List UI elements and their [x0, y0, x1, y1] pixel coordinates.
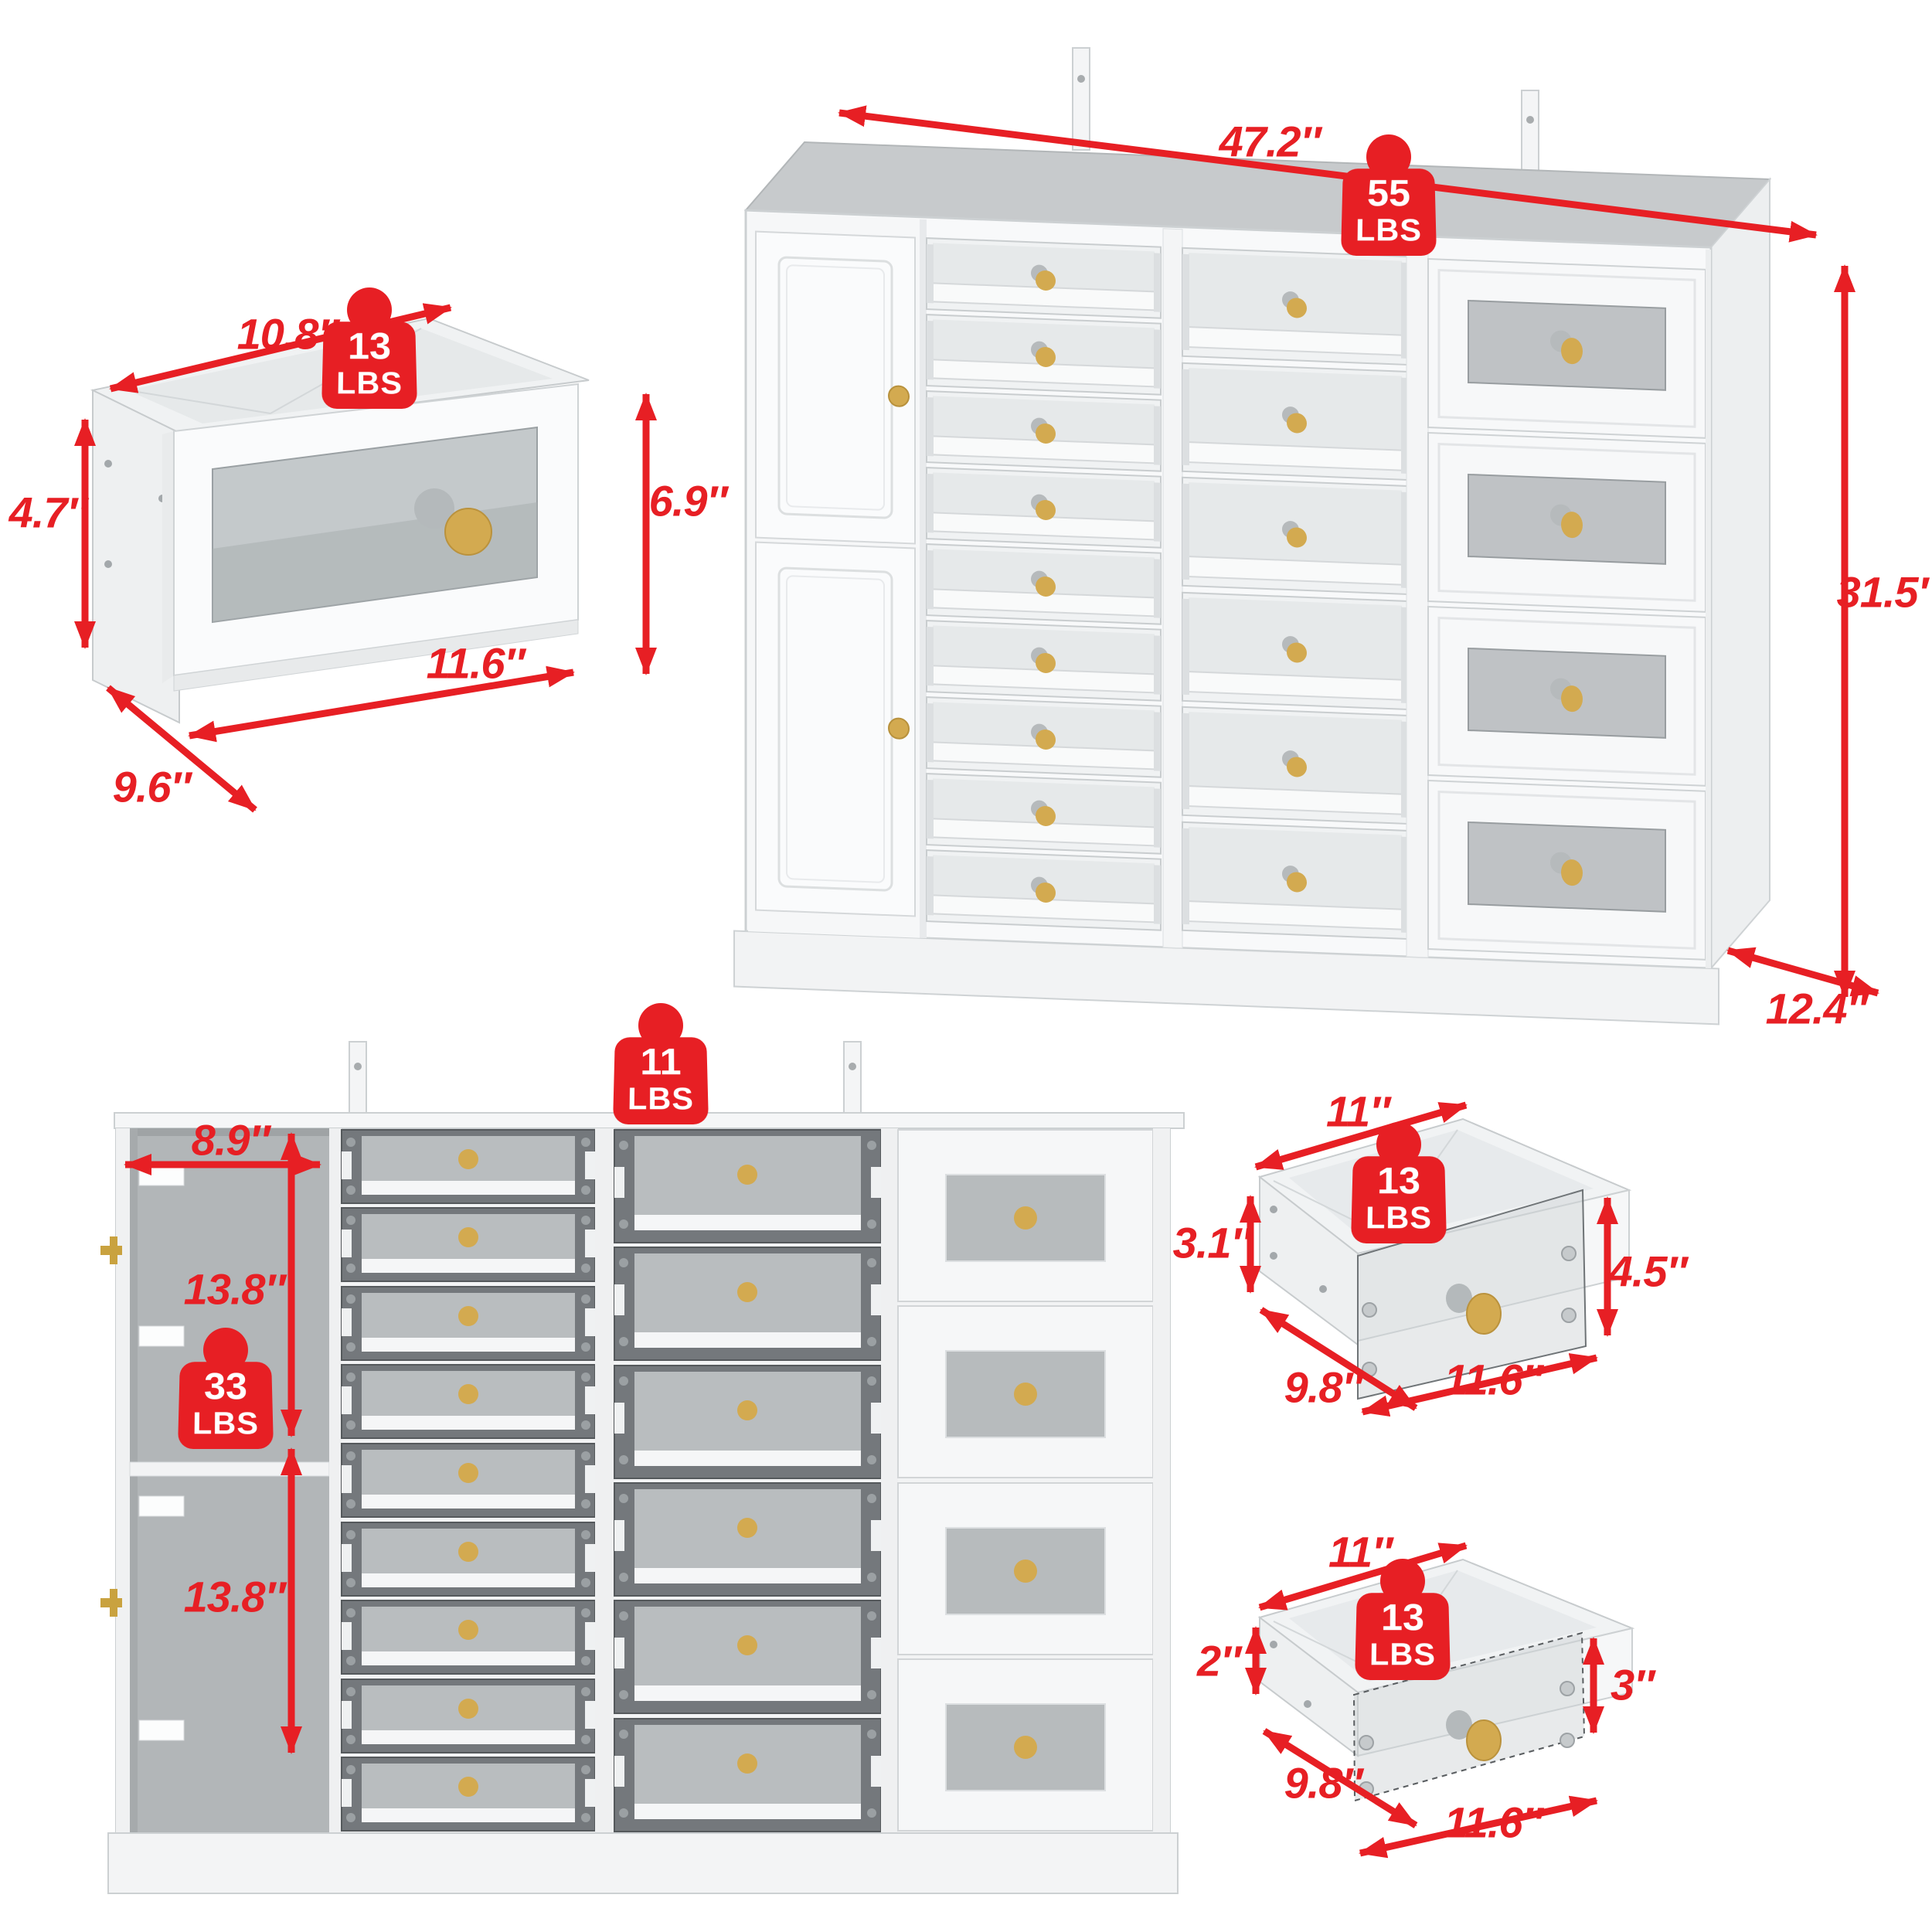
cabinet-tray-column-narrow — [925, 237, 1162, 931]
dim-arrow-cabinet-width — [838, 105, 1818, 243]
dim-label-drawer-small-front-width: 11.6″ — [426, 638, 526, 688]
drawer-knob-icon — [444, 508, 492, 556]
drawer-knob-icon — [1466, 1293, 1502, 1335]
open-compartment-column — [100, 1128, 330, 1833]
dim-label-front-upper-height: 13.8″ — [183, 1264, 286, 1314]
dim-arrow-drawer-tall-top-width — [1254, 1101, 1468, 1171]
weight-badge-drawer-small: 13 LBS — [321, 287, 417, 409]
middle-shelf — [129, 1461, 330, 1477]
weight-badge-drawer-short: 13 LBS — [1355, 1559, 1451, 1680]
cabinet-door-lower — [755, 541, 916, 917]
dim-label-cabinet-width: 47.2″ — [1219, 117, 1321, 166]
cabinet-3d-illustration — [733, 47, 1772, 1026]
weight-unit: LBS — [1365, 1199, 1433, 1235]
weight-unit: LBS — [1355, 212, 1423, 247]
cabinet-front-base — [107, 1832, 1179, 1894]
drawer-knob-icon — [1466, 1719, 1502, 1761]
weight-badge-front-top: 11 LBS — [613, 1003, 709, 1124]
weight-badge-cabinet: 55 LBS — [1341, 134, 1437, 256]
cabinet-door-column — [748, 213, 920, 938]
drawer-small-illustration — [90, 317, 590, 724]
door-knob-icon — [888, 717, 910, 740]
dim-label-drawer-short-depth: 9.8″ — [1284, 1758, 1363, 1808]
weight-unit: LBS — [335, 365, 403, 400]
weight-value: 33 — [203, 1366, 248, 1408]
front-tray-column-narrow — [341, 1129, 596, 1832]
dim-arrow-drawer-small-front-width — [188, 665, 575, 743]
weight-value: 13 — [347, 325, 392, 368]
dimension-arrows — [74, 105, 1879, 1859]
dim-arrow-drawer-short-front-width — [1359, 1795, 1598, 1859]
dim-label-drawer-short-side-height: 2″ — [1197, 1636, 1241, 1685]
dim-arrow-drawer-short-top-width — [1258, 1542, 1468, 1611]
weight-value: 11 — [640, 1041, 682, 1083]
weight-unit: LBS — [627, 1080, 695, 1116]
cabinet-front-illustration — [100, 1041, 1185, 1894]
dim-label-drawer-tall-front-height: 4.5″ — [1608, 1247, 1688, 1296]
dim-arrow-cabinet-depth — [1726, 947, 1879, 997]
anti-tip-strap-icon — [349, 1041, 862, 1115]
door-hinge-icon — [100, 1236, 122, 1617]
dim-label-drawer-tall-front-width: 11.6″ — [1444, 1355, 1543, 1404]
dim-arrow-drawer-tall-front-width — [1361, 1353, 1598, 1417]
door-knob-icon — [888, 385, 910, 407]
cabinet-door-upper — [755, 230, 916, 545]
weight-value: 13 — [1380, 1597, 1425, 1639]
dim-label-drawer-small-depth: 9.6″ — [112, 762, 192, 811]
dim-label-drawer-tall-side-height: 3.1″ — [1172, 1218, 1252, 1267]
dim-label-drawer-small-side-height: 4.7″ — [9, 488, 88, 537]
dim-arrow-drawer-small-depth — [106, 685, 257, 813]
weight-badge-drawer-tall: 13 LBS — [1351, 1122, 1447, 1243]
weight-value: 55 — [1366, 172, 1411, 215]
dim-label-cabinet-height: 31.5″ — [1836, 567, 1932, 617]
dim-label-drawer-short-front-width: 11.6″ — [1444, 1798, 1543, 1847]
dim-label-drawer-small-front-height: 6.9″ — [648, 476, 728, 526]
cabinet-side-face — [1710, 177, 1770, 971]
dim-label-drawer-tall-depth: 9.8″ — [1284, 1362, 1363, 1412]
weight-value: 13 — [1376, 1160, 1421, 1202]
dim-label-drawer-short-front-height: 3″ — [1611, 1660, 1655, 1709]
weight-badge-front-shelf: 33 LBS — [178, 1328, 274, 1449]
dim-label-cabinet-depth: 12.4″ — [1765, 984, 1868, 1033]
dim-arrow-drawer-small-top-width — [109, 303, 452, 393]
weight-unit: LBS — [1369, 1636, 1437, 1672]
dim-label-front-compartment-width: 8.9″ — [191, 1115, 270, 1165]
weight-unit: LBS — [192, 1405, 260, 1440]
dim-label-front-lower-height: 13.8″ — [183, 1572, 286, 1621]
cabinet-base — [733, 930, 1719, 1026]
